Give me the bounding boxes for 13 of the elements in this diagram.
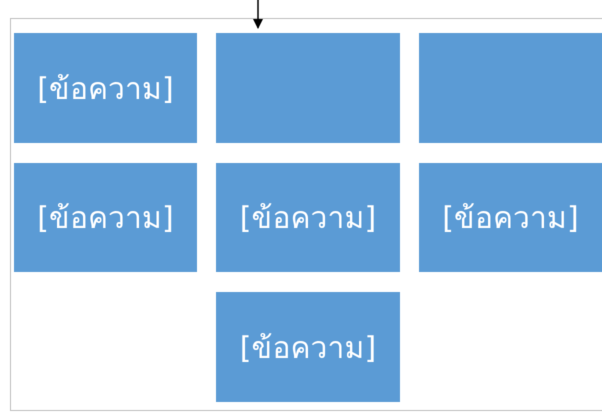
text-box xyxy=(419,163,602,272)
empty-box xyxy=(419,33,602,143)
text-box xyxy=(14,33,197,143)
text-box xyxy=(216,163,400,272)
box-text: [ข้อความ] xyxy=(240,330,376,368)
box-text: [ข้อความ] xyxy=(37,200,174,238)
empty-box xyxy=(216,33,400,143)
box-text: [ข้อความ] xyxy=(442,200,579,238)
box-text: [ข้อความ] xyxy=(240,200,376,238)
text-box xyxy=(14,163,197,272)
text-box xyxy=(216,292,400,402)
arrow xyxy=(253,0,263,29)
box-text: [ข้อความ] xyxy=(37,70,174,108)
